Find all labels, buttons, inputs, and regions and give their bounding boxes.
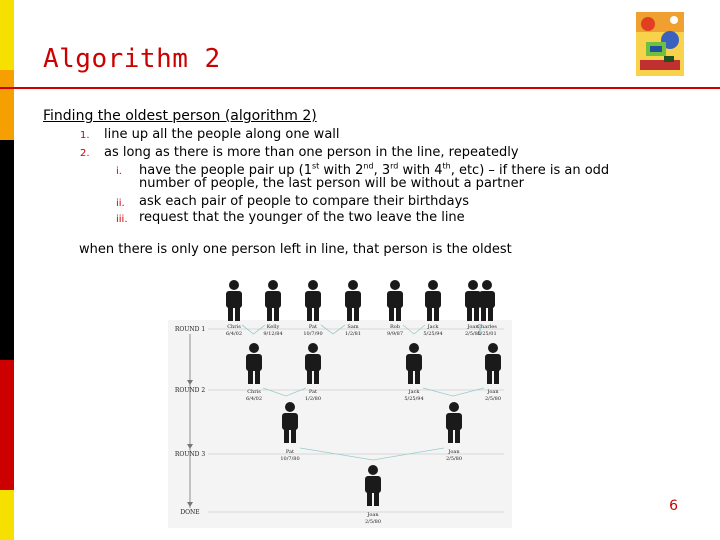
clipart-logo bbox=[636, 12, 684, 76]
round-label-1: ROUND 1 bbox=[175, 326, 205, 333]
winner-name: Joan bbox=[366, 512, 379, 518]
winner-date: 2/5/80 bbox=[365, 519, 381, 525]
round1-person-3 bbox=[305, 280, 321, 321]
round1-date-2: 9/12/84 bbox=[263, 331, 282, 337]
round3-person-1 bbox=[282, 402, 298, 443]
round2-date-2: 1/2/80 bbox=[305, 396, 321, 402]
substep-iii-text: request that the younger of the two leav… bbox=[139, 210, 465, 225]
round2-pair-1 bbox=[262, 387, 307, 397]
step-1-marker: 1. bbox=[80, 130, 90, 141]
slide-title: Algorithm 2 bbox=[43, 44, 221, 74]
round1-date-1: 6/4/02 bbox=[226, 331, 242, 337]
round2-name-1: Chris bbox=[247, 389, 261, 395]
step-2-text: as long as there is more than one person… bbox=[104, 145, 519, 160]
substep-ii-marker: ii. bbox=[116, 198, 125, 209]
timeline-arrow-2 bbox=[187, 444, 193, 449]
round1-name-6: Jack bbox=[427, 324, 440, 330]
round1-name-5: Rob bbox=[390, 324, 400, 330]
substep-ii-text: ask each pair of people to compare their… bbox=[139, 194, 470, 209]
round1-date-5: 9/9/87 bbox=[387, 331, 403, 337]
round2-date-1: 6/4/02 bbox=[246, 396, 262, 402]
substep-i-line2: number of people, the last person will b… bbox=[139, 176, 524, 191]
step-1-text: line up all the people along one wall bbox=[104, 127, 340, 142]
title-rule bbox=[0, 87, 720, 89]
round1-date-4: 1/2/81 bbox=[345, 331, 361, 337]
round-label-3: ROUND 3 bbox=[175, 451, 205, 458]
round3-person-2 bbox=[446, 402, 462, 443]
round1-name-7: Joan bbox=[466, 324, 479, 330]
round1-name-3: Pat bbox=[309, 324, 317, 330]
round1-person-4 bbox=[345, 280, 361, 321]
round1-date-8: 5/25/01 bbox=[477, 331, 496, 337]
round1-name-1: Chris bbox=[227, 324, 241, 330]
round-label-4: DONE bbox=[180, 509, 199, 516]
content-heading: Finding the oldest person (algorithm 2) bbox=[43, 108, 317, 124]
round1-person-2 bbox=[265, 280, 281, 321]
accent-yellow bbox=[0, 0, 14, 70]
timeline-arrow-3 bbox=[187, 502, 193, 507]
round1-person-7 bbox=[465, 280, 481, 321]
left-accent-bar bbox=[0, 0, 14, 540]
round1-person-8 bbox=[479, 280, 495, 321]
round1-person-1 bbox=[226, 280, 242, 321]
round3-date-2: 2/5/80 bbox=[446, 456, 462, 462]
winner-person bbox=[365, 465, 381, 506]
accent-black bbox=[0, 140, 14, 360]
round2-name-4: Joan bbox=[486, 389, 499, 395]
round1-pair-1 bbox=[241, 324, 266, 335]
round1-person-6 bbox=[425, 280, 441, 321]
conclusion-text: when there is only one person left in li… bbox=[79, 242, 512, 257]
round2-date-4: 2/5/80 bbox=[485, 396, 501, 402]
round3-name-1: Pat bbox=[286, 449, 294, 455]
round1-name-4: Sam bbox=[347, 324, 358, 330]
round2-date-3: 5/25/94 bbox=[404, 396, 423, 402]
round3-pair bbox=[299, 447, 445, 461]
round2-person-2 bbox=[305, 343, 321, 384]
round1-date-7: 2/5/80 bbox=[465, 331, 481, 337]
substep-i-marker: i. bbox=[116, 166, 122, 177]
round2-person-1 bbox=[246, 343, 262, 384]
timeline-arrow-1 bbox=[187, 380, 193, 385]
round1-name-2: Kelly bbox=[267, 324, 280, 330]
round1-date-6: 5/25/94 bbox=[423, 331, 442, 337]
round1-person-5 bbox=[387, 280, 403, 321]
round1-date-3: 10/7/90 bbox=[303, 331, 322, 337]
round2-person-4 bbox=[485, 343, 501, 384]
substep-iii-marker: iii. bbox=[116, 214, 128, 225]
round-label-2: ROUND 2 bbox=[175, 387, 205, 394]
accent-red bbox=[0, 360, 14, 490]
round2-person-3 bbox=[406, 343, 422, 384]
step-2-marker: 2. bbox=[80, 148, 90, 159]
round2-name-3: Jack bbox=[408, 389, 421, 395]
round2-name-2: Pat bbox=[309, 389, 317, 395]
page-number: 6 bbox=[669, 498, 678, 514]
round3-name-2: Joan bbox=[447, 449, 460, 455]
round1-pair-2 bbox=[320, 324, 346, 335]
round1-pair-3 bbox=[402, 324, 426, 335]
accent-yellow-bottom bbox=[0, 490, 14, 540]
accent-orange bbox=[0, 70, 14, 140]
round3-date-1: 10/7/80 bbox=[280, 456, 299, 462]
round2-pair-2 bbox=[422, 387, 485, 397]
round1-pair-4 bbox=[478, 324, 482, 335]
round1-name-8: Charles bbox=[477, 324, 497, 330]
substep-i-line1: have the people pair up (1st with 2nd, 3… bbox=[139, 161, 610, 178]
